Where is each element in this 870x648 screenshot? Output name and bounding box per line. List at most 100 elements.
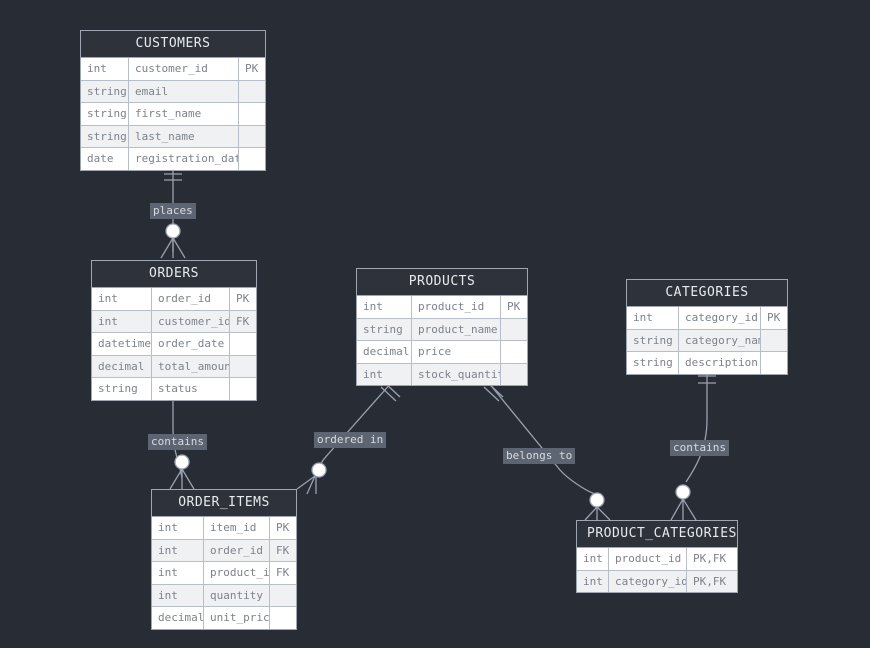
er-attribute-name: description: [679, 352, 761, 374]
er-attribute-key: PK: [230, 288, 256, 310]
marker-circle-product-categories-right: [675, 484, 691, 500]
er-attribute-key: [230, 355, 256, 377]
er-attribute-key: PK,FK: [687, 548, 737, 570]
er-attribute-type: decimal: [357, 341, 412, 363]
er-attribute-key: [501, 318, 527, 340]
connector-categories-product-categories: [685, 370, 708, 483]
er-relationship-label-rel-customers-orders: places: [150, 203, 196, 219]
er-attribute-key: [239, 125, 265, 147]
er-attribute-key: [761, 329, 787, 351]
er-attribute-name: status: [152, 378, 230, 400]
er-attribute-key: [239, 148, 265, 170]
marker-crow-product-categories-right: [670, 498, 697, 521]
connector-products-product-categories: [487, 381, 596, 495]
er-attribute-name: product_id: [204, 562, 270, 584]
er-attribute-name: product_name: [412, 318, 501, 340]
marker-one-customers: [164, 173, 182, 181]
er-attribute-name: unit_price: [204, 607, 270, 629]
er-attribute-name: customer_id: [152, 310, 230, 332]
er-attribute-type: int: [92, 288, 152, 310]
er-attribute-type: int: [152, 562, 204, 584]
er-entity-title-categories: CATEGORIES: [627, 280, 787, 307]
marker-circle-orders: [165, 223, 181, 239]
marker-circle-order-items-right: [311, 462, 327, 478]
er-attribute-key: [230, 378, 256, 400]
er-attribute-type: date: [81, 148, 129, 170]
er-relationship-label-rel-products-order-items: ordered in: [314, 432, 387, 448]
er-attribute-type: int: [357, 363, 412, 385]
er-attribute-name: email: [129, 80, 239, 102]
er-attribute-name: category_name: [679, 329, 761, 351]
er-entity-title-orders: ORDERS: [92, 261, 256, 288]
er-attribute-key: [230, 333, 256, 355]
er-relationship-label-rel-categories-product-categories: contains: [670, 440, 729, 456]
er-attribute-name: product_id: [609, 548, 687, 570]
er-attribute-key: [501, 341, 527, 363]
er-attribute-key: [270, 607, 296, 629]
marker-circle-order-items-left: [174, 454, 190, 470]
er-attribute-type: int: [577, 570, 609, 592]
er-attribute-key: PK: [270, 517, 296, 539]
er-entity-title-product_categories: PRODUCT_CATEGORIES: [577, 521, 737, 548]
er-entity-title-order_items: ORDER_ITEMS: [152, 490, 296, 517]
er-attribute-key: PK: [501, 296, 527, 318]
er-attribute-type: int: [152, 584, 204, 606]
er-attribute-key: PK,FK: [687, 570, 737, 592]
er-attribute-name: item_id: [204, 517, 270, 539]
marker-crow-order-items-left: [169, 468, 195, 490]
er-attribute-type: int: [627, 307, 679, 329]
er-attribute-type: datetime: [92, 333, 152, 355]
er-entity-title-customers: CUSTOMERS: [81, 31, 265, 58]
er-attribute-type: int: [81, 58, 129, 80]
er-attribute-name: order_id: [204, 539, 270, 561]
er-attribute-key: [239, 103, 265, 125]
er-attribute-type: decimal: [152, 607, 204, 629]
er-attribute-type: int: [92, 310, 152, 332]
marker-crow-orders: [160, 237, 186, 259]
er-attribute-type: int: [152, 517, 204, 539]
er-attribute-type: int: [152, 539, 204, 561]
er-attribute-type: decimal: [92, 355, 152, 377]
er-attribute-name: total_amount: [152, 355, 230, 377]
er-attribute-name: product_id: [412, 296, 501, 318]
er-attribute-name: order_id: [152, 288, 230, 310]
connector-orders-order-items: [172, 382, 183, 479]
er-attribute-type: string: [81, 103, 129, 125]
er-attribute-key: PK: [239, 58, 265, 80]
er-attribute-type: string: [627, 329, 679, 351]
er-attribute-type: string: [81, 125, 129, 147]
er-attribute-name: last_name: [129, 125, 239, 147]
marker-crow-product-categories-left: [584, 506, 611, 521]
er-relationship-label-rel-products-product-categories: belongs to: [503, 448, 576, 464]
marker-one-categories-bottom: [698, 375, 716, 384]
er-attribute-type: int: [357, 296, 412, 318]
er-attribute-name: first_name: [129, 103, 239, 125]
marker-crow-order-items-right: [296, 475, 317, 495]
er-attribute-type: int: [577, 548, 609, 570]
